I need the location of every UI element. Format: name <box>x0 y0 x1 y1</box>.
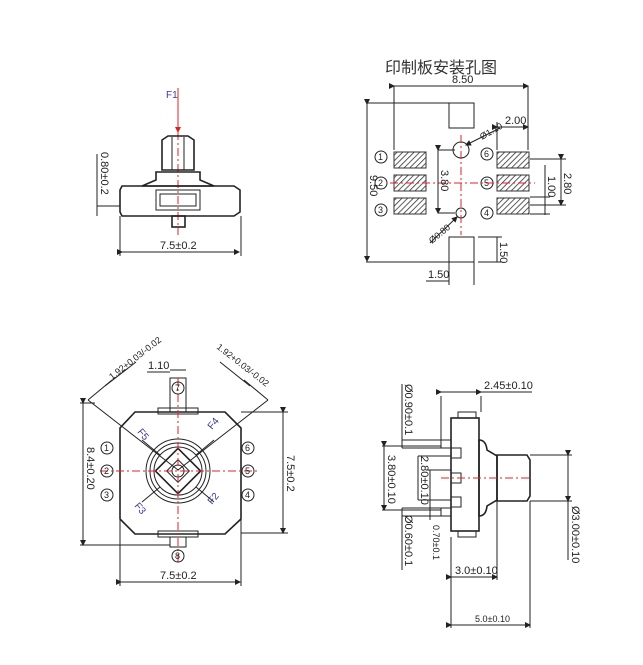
svg-text:1: 1 <box>104 443 109 453</box>
dim-0-70: 0.70±0.1 <box>431 525 441 560</box>
pad-offset-dim: 2.00 <box>505 115 526 127</box>
angle-dim-left: 1.92+0.03/-0.02 <box>107 335 163 382</box>
svg-text:6: 6 <box>484 149 489 159</box>
dim-3-0: 3.0±0.10 <box>455 565 498 577</box>
pin-numbers-left: 1 2 3 <box>374 150 388 217</box>
hole-large-dim: Ø1.10 <box>478 121 504 142</box>
shaft <box>161 135 195 171</box>
svg-text:8: 8 <box>175 551 180 561</box>
top-right-dim: 7.5±0.2 <box>284 455 296 492</box>
pad-pitch-dim: 1.00 <box>545 176 557 197</box>
svg-text:3: 3 <box>378 205 383 215</box>
svg-text:4: 4 <box>245 490 250 500</box>
svg-text:4: 4 <box>484 208 489 218</box>
front-width-dim: 7.5±0.2 <box>160 240 197 252</box>
pcb-layout-title: 印制板安装孔图 <box>385 58 497 77</box>
top-view: 1.92+0.03/-0.02 1.92+0.03/-0.02 1.10 F5 … <box>80 335 296 586</box>
pad-spacing-dim: 3.80 <box>438 170 450 191</box>
square-width-dim: 1.50 <box>428 269 449 281</box>
force-label-f1: F1 <box>166 90 178 101</box>
svg-text:2: 2 <box>378 178 383 188</box>
svg-text:6: 6 <box>245 443 250 453</box>
pad-span-dim: 2.80 <box>561 173 573 194</box>
front-view: F1 7.5±0.2 0.80±0.2 <box>96 88 242 256</box>
top-bottom-dim: 7.5±0.2 <box>160 570 197 582</box>
body <box>119 185 241 217</box>
dim-pin-d1: Ø0.90±0.1 <box>402 384 414 435</box>
mount-square-bottom <box>448 236 475 263</box>
tab-dim: 1.10 <box>148 360 169 372</box>
svg-text:3: 3 <box>104 490 109 500</box>
pin <box>171 215 186 228</box>
dim-3-80: 3.80±0.10 <box>385 455 397 504</box>
side-body <box>450 417 480 532</box>
dim-2-80: 2.80±0.10 <box>418 456 430 505</box>
front-height-dim: 0.80±0.2 <box>98 152 110 195</box>
svg-text:5: 5 <box>245 466 250 476</box>
housing <box>119 411 242 535</box>
pcb-width-dim: 8.50 <box>452 74 473 86</box>
force-label-f3: F3 <box>132 501 148 517</box>
svg-text:2: 2 <box>104 466 109 476</box>
mount-square-top <box>448 102 475 129</box>
svg-text:7: 7 <box>175 383 180 393</box>
top-height-dim: 8.4±0.20 <box>84 447 96 490</box>
dim-pin-d2: Ø0.60±0.1 <box>402 515 414 566</box>
pcb-layout: 印制板安装孔图 8.50 9.50 1 2 3 6 5 4 <box>364 58 573 285</box>
actuator-square <box>154 447 202 495</box>
hole-small-dim: Ø0.80 <box>427 222 452 245</box>
force-label-f2: F2 <box>206 491 222 507</box>
square-height-dim: 1.50 <box>497 242 509 263</box>
side-view: 2.45±0.10 Ø0.90±0.1 3.80±0.10 2.80±0.10 … <box>381 380 581 628</box>
pin-numbers: 1 2 3 6 5 4 7 8 <box>100 381 255 563</box>
dim-2-45: 2.45±0.10 <box>484 380 533 392</box>
dim-5-0: 5.0±0.10 <box>475 614 510 624</box>
force-label-f4: F4 <box>206 416 222 432</box>
dim-shaft-diameter: Ø3.00±0.10 <box>569 506 581 563</box>
svg-text:1: 1 <box>378 152 383 162</box>
